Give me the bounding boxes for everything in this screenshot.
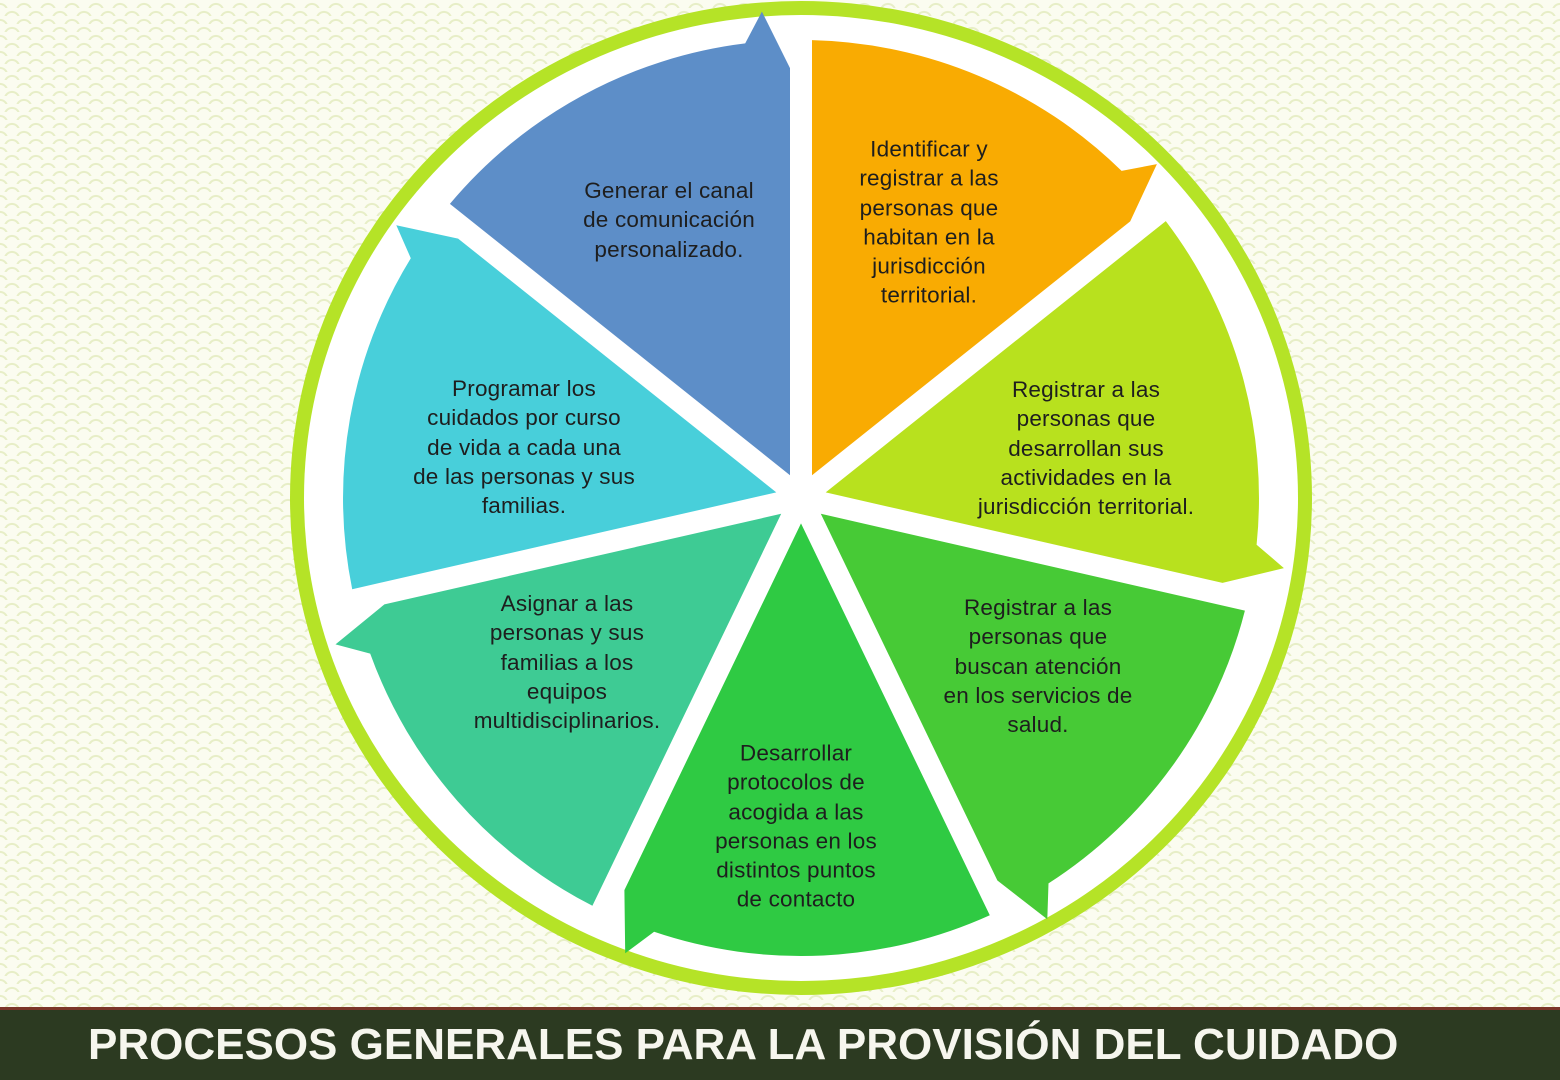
title-bar: PROCESOS GENERALES PARA LA PROVISIÓN DEL…	[0, 1007, 1560, 1080]
wheel-segment-asignar-equipos-multidisciplinarios	[335, 513, 782, 906]
wheel-segment-registrar-atencion-salud	[820, 513, 1245, 920]
wheel-segment-registrar-actividades	[825, 221, 1284, 583]
wheel-segment-generar-canal-comunicacion	[449, 11, 790, 476]
page-title: PROCESOS GENERALES PARA LA PROVISIÓN DEL…	[88, 1020, 1399, 1069]
wheel-segment-identificar-registrar-habitantes	[812, 40, 1157, 476]
wheel-segment-desarrollar-protocolos-acogida	[624, 523, 990, 957]
wheel-segments	[335, 11, 1284, 957]
wheel-segment-programar-cuidados-curso-vida	[343, 225, 777, 590]
